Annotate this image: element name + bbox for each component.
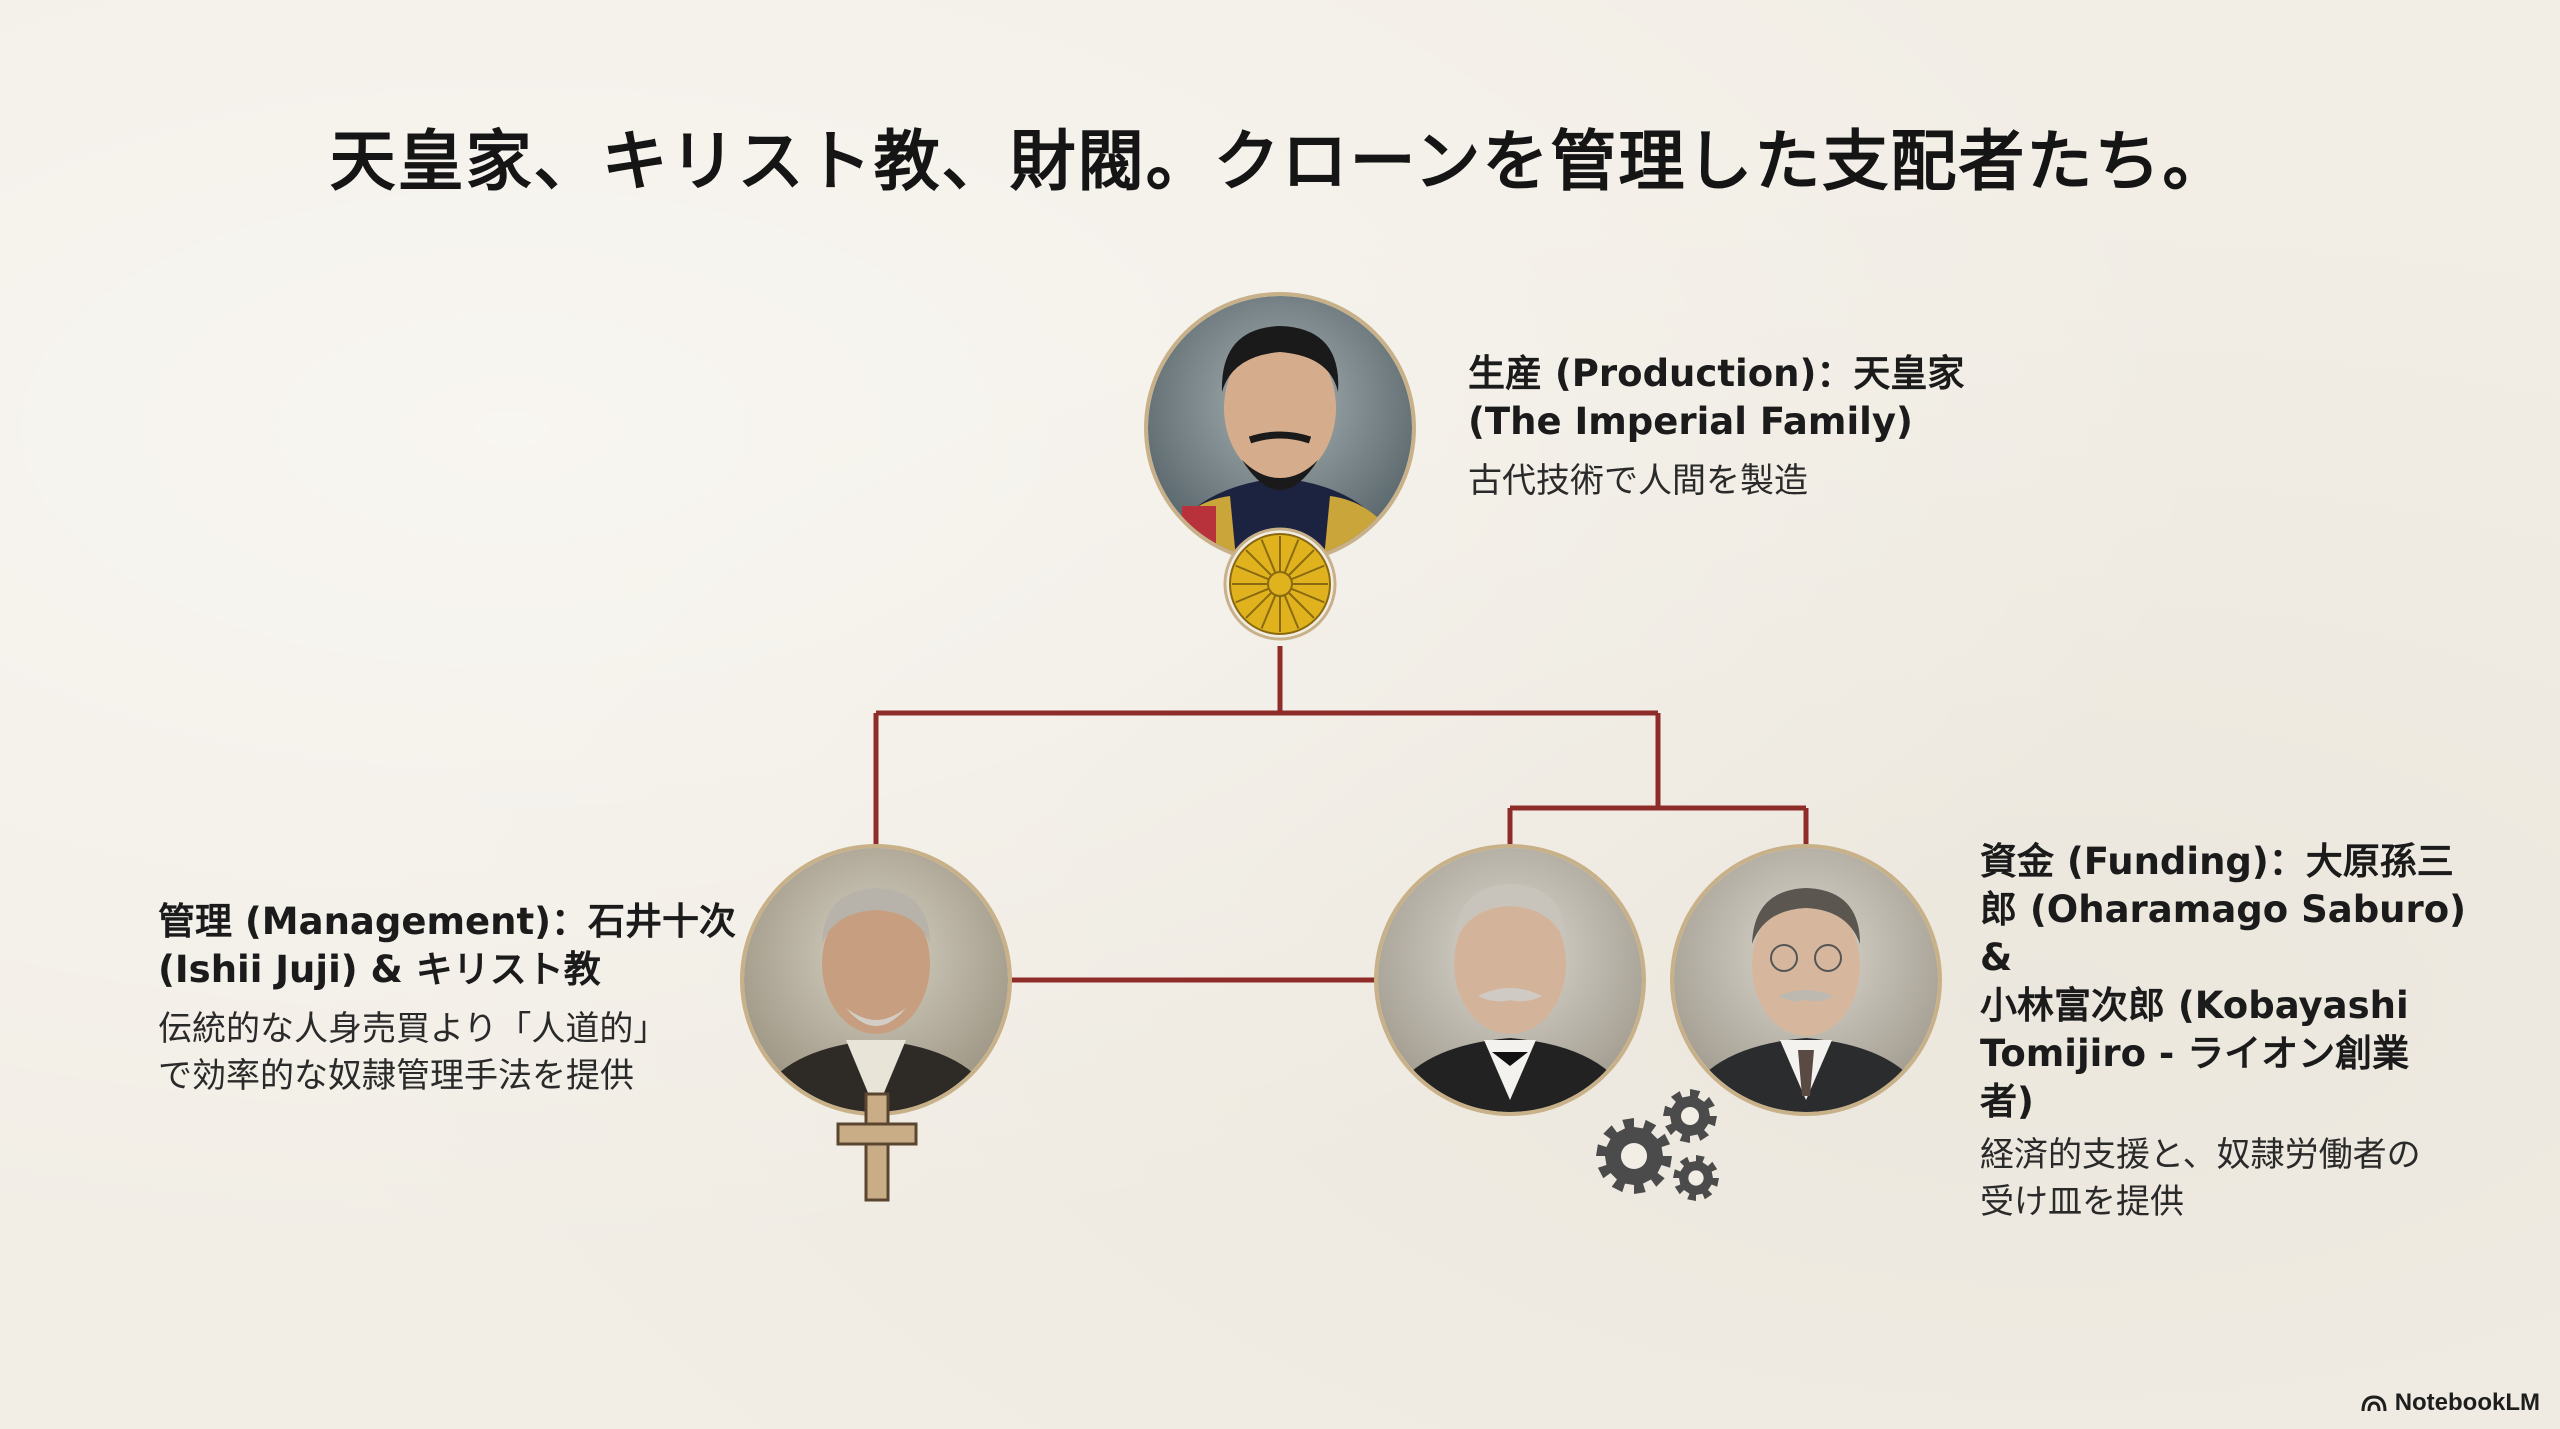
gear-small-hole <box>1688 1170 1704 1186</box>
gear-large-hole <box>1620 1142 1648 1170</box>
funding-label: 資金 (Funding)：大原孫三 郎 (Oharamago Saburo) &… <box>1980 838 2500 1226</box>
management-label: 管理 (Management)：石井十次 (Ishii Juji) & キリスト… <box>158 898 758 1100</box>
management-description: 伝統的な人身売買より「人道的」 で効率的な奴隷管理手法を提供 <box>158 1009 668 1096</box>
notebooklm-logo-icon <box>2361 1395 2387 1412</box>
funding-description: 経済的支援と、奴隷労働者の 受け皿を提供 <box>1980 1135 2421 1222</box>
ohara-portrait <box>1374 844 1646 1116</box>
kobayashi-portrait <box>1670 844 1942 1116</box>
emperor-portrait <box>1144 292 1416 564</box>
connector-lines <box>873 646 1809 983</box>
brand-name: NotebookLM <box>2394 1389 2540 1416</box>
funding-heading: 資金 (Funding)：大原孫三 郎 (Oharamago Saburo) &… <box>1980 840 2467 1123</box>
production-label: 生産 (Production)：天皇家 (The Imperial Family… <box>1468 350 2028 505</box>
chrysanthemum-seal-icon <box>1223 527 1337 641</box>
ishii-portrait <box>740 844 1012 1116</box>
production-heading: 生産 (Production)：天皇家 (The Imperial Family… <box>1468 352 1965 443</box>
page-title: 天皇家、キリスト教、財閥。クローンを管理した支配者たち。 <box>329 122 2231 200</box>
gear-top-hole <box>1681 1107 1699 1125</box>
cross-icon <box>836 1092 918 1202</box>
production-description: 古代技術で人間を製造 <box>1468 461 1808 501</box>
gears-icon <box>1596 1089 1719 1201</box>
notebooklm-brand: NotebookLM <box>2361 1389 2540 1417</box>
management-heading: 管理 (Management)：石井十次 (Ishii Juji) & キリスト… <box>158 900 737 991</box>
seal-center <box>1267 571 1293 597</box>
